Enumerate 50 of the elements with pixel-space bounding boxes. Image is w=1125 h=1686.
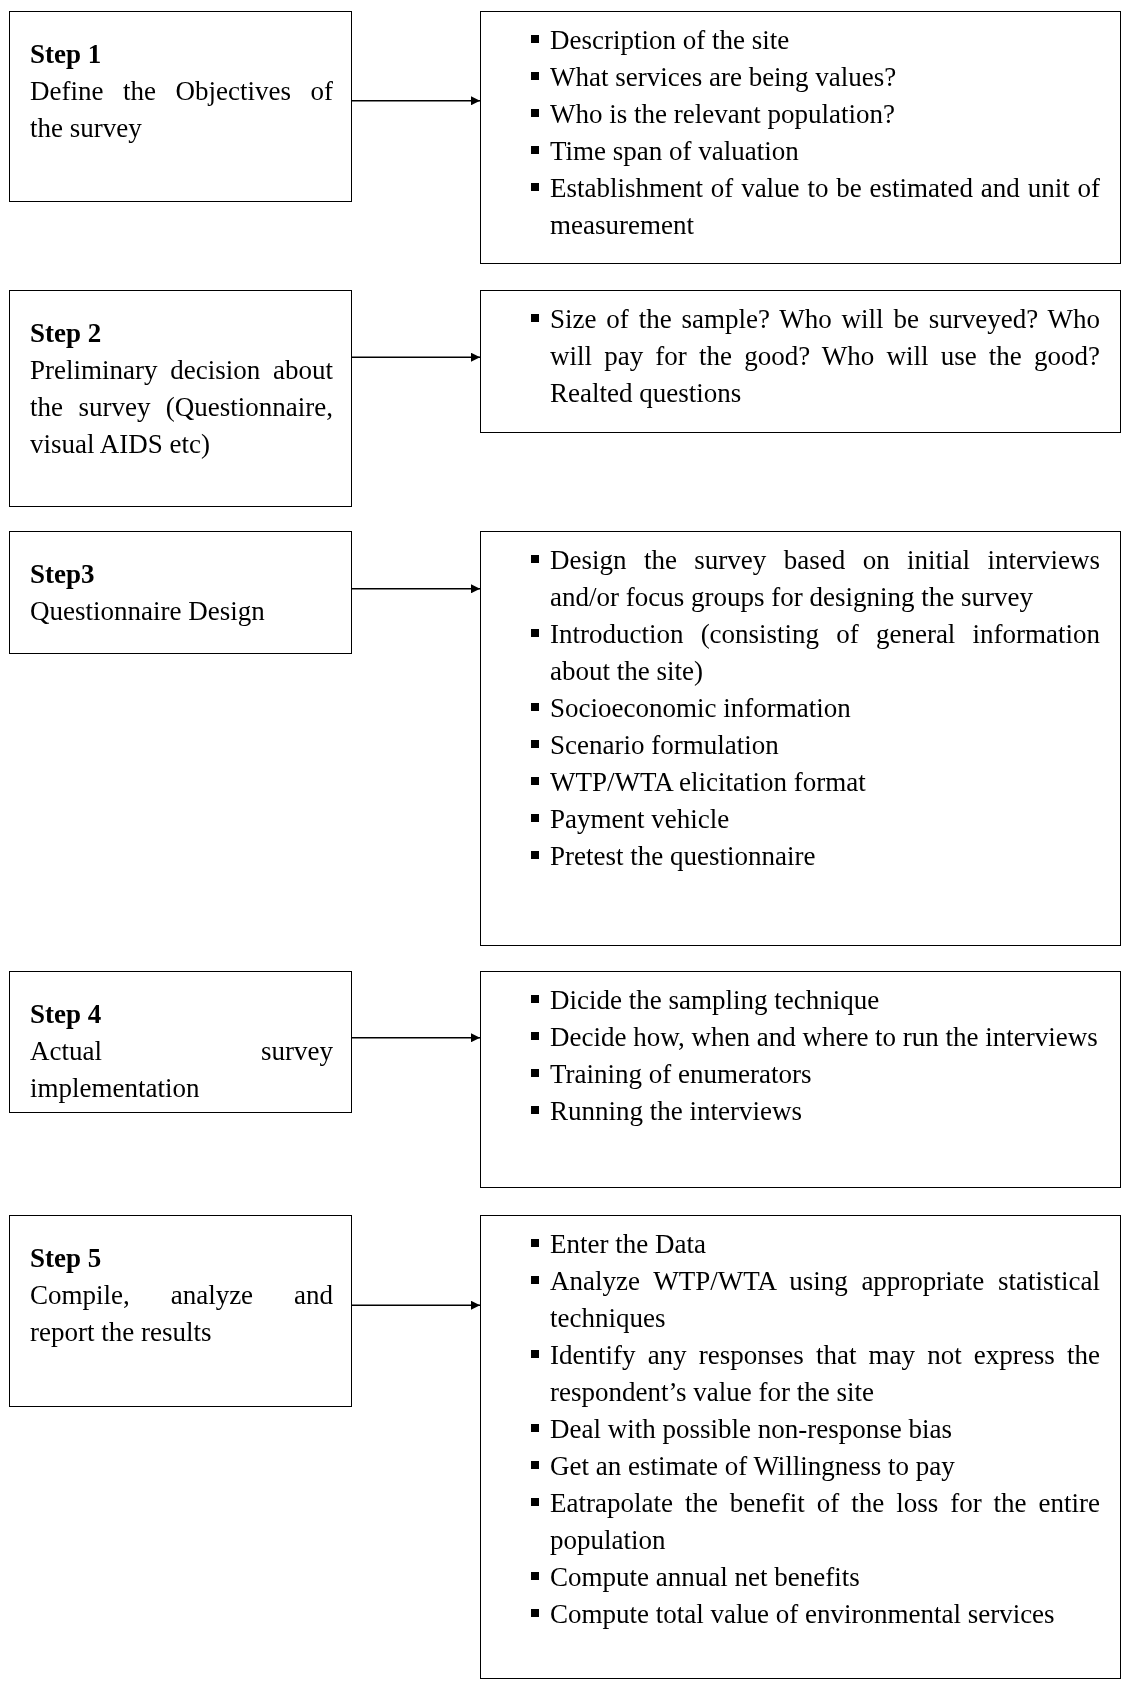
step-description: Compile, analyze and report the results <box>30 1279 333 1349</box>
bullet-text: Design the survey based on initial interviews and/or focus groups for designing the survey <box>550 545 1100 612</box>
step-description: Questionnaire Design <box>30 595 266 628</box>
step-description: Actual survey implementation <box>30 1035 333 1105</box>
arrow <box>351 1300 481 1310</box>
detail-box <box>480 290 1121 433</box>
detail-box <box>480 971 1121 1188</box>
bullet-text: Time span of valuation <box>550 136 799 166</box>
bullet-text: Identify any responses that may not express the respondent’s value for the site <box>550 1340 1100 1407</box>
arrow <box>351 96 481 106</box>
bullet-text: Training of enumerators <box>550 1059 812 1089</box>
bullet-text: Pretest the questionnaire <box>550 841 816 871</box>
step-title: Step 1 <box>30 38 103 71</box>
step-title: Step3 <box>30 558 96 591</box>
step-description: Preliminary decision about the survey (Questionnaire, visual AIDS etc) <box>30 354 333 461</box>
arrow <box>351 352 481 362</box>
bullet-text: Running the interviews <box>550 1096 802 1126</box>
arrow <box>351 584 481 594</box>
bullet-text: Enter the Data <box>550 1229 706 1259</box>
step-box <box>9 290 352 507</box>
bullet-text: Decide how, when and where to run the interviews <box>550 1022 1098 1052</box>
bullet-text: Dicide the sampling technique <box>550 985 880 1015</box>
detail-box <box>480 531 1121 946</box>
bullet-text: Size of the sample? Who will be surveyed? Who will pay for the good? Who will use the good? Realted questions <box>550 304 1100 408</box>
step-title: Step 2 <box>30 317 103 350</box>
step-box <box>9 971 352 1113</box>
detail-box <box>480 11 1121 264</box>
bullet-text: Who is the relevant population? <box>550 99 895 129</box>
step-title: Step 5 <box>30 1242 103 1275</box>
bullet-text: Deal with possible non-response bias <box>550 1414 952 1444</box>
bullet-text: Eatrapolate the benefit of the loss for the entire population <box>550 1488 1100 1555</box>
bullet-text: Description of the site <box>550 25 790 55</box>
bullet-text: Get an estimate of Willingness to pay <box>550 1451 955 1481</box>
step-description: Define the Objectives of the survey <box>30 75 333 145</box>
bullet-text: Socioeconomic information <box>550 693 851 723</box>
step-box <box>9 11 352 202</box>
bullet-text: Compute total value of environmental services <box>550 1599 1055 1629</box>
bullet-text: Analyze WTP/WTA using appropriate statistical techniques <box>550 1266 1100 1333</box>
bullet-text: Scenario formulation <box>550 730 779 760</box>
bullet-text: WTP/WTA elicitation format <box>550 767 866 797</box>
bullet-text: Payment vehicle <box>550 804 730 834</box>
bullet-text: What services are being values? <box>550 62 897 92</box>
step-title: Step 4 <box>30 998 103 1031</box>
bullet-text: Introduction (consisting of general information about the site) <box>550 619 1100 686</box>
step-box <box>9 531 352 654</box>
bullet-text: Compute annual net benefits <box>550 1562 860 1592</box>
bullet-text: Establishment of value to be estimated and unit of measurement <box>550 173 1100 240</box>
detail-box <box>480 1215 1121 1679</box>
arrow <box>351 1033 481 1043</box>
step-box <box>9 1215 352 1407</box>
